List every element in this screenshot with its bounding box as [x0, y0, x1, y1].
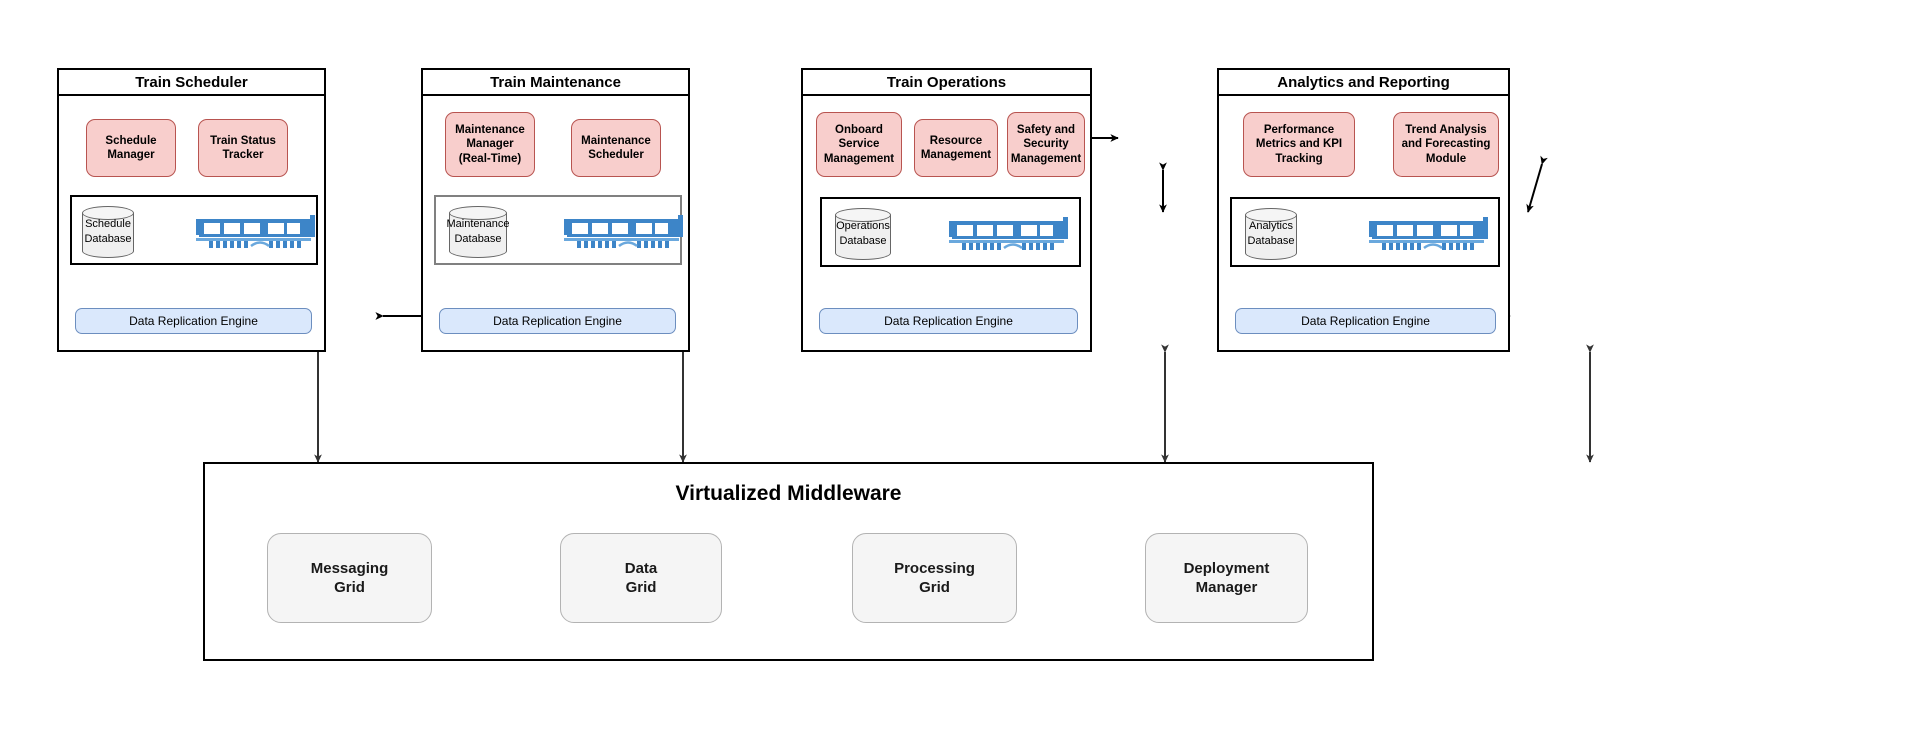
replication-label: Data Replication Engine: [1301, 314, 1430, 328]
cylinder-top: [82, 206, 134, 220]
cylinder-bottom: [835, 246, 891, 260]
cylinder-bottom: [449, 244, 507, 258]
data-replication-engine-train-scheduler[interactable]: Data Replication Engine: [75, 308, 312, 334]
cylinder-top: [449, 206, 507, 220]
train-icon: [196, 215, 315, 248]
replication-label: Data Replication Engine: [884, 314, 1013, 328]
data-replication-engine-train-operations[interactable]: Data Replication Engine: [819, 308, 1078, 334]
train-icon: [949, 217, 1068, 250]
replication-label: Data Replication Engine: [493, 314, 622, 328]
panel-title-train-scheduler: Train Scheduler: [59, 70, 324, 96]
train-icon: [564, 215, 683, 248]
data-replication-engine-analytics-and-reporting[interactable]: Data Replication Engine: [1235, 308, 1496, 334]
train-icon: [1369, 217, 1488, 250]
cylinder-bottom: [82, 244, 134, 258]
panel-title-train-maintenance: Train Maintenance: [423, 70, 688, 96]
cylinder-top: [1245, 208, 1297, 222]
panel-title-analytics-and-reporting: Analytics and Reporting: [1219, 70, 1508, 96]
cylinder-top: [835, 208, 891, 222]
replication-label: Data Replication Engine: [129, 314, 258, 328]
middleware-title: Virtualized Middleware: [675, 482, 902, 505]
panel-title-train-operations: Train Operations: [803, 70, 1090, 96]
data-replication-engine-train-maintenance[interactable]: Data Replication Engine: [439, 308, 676, 334]
cylinder-bottom: [1245, 246, 1297, 260]
